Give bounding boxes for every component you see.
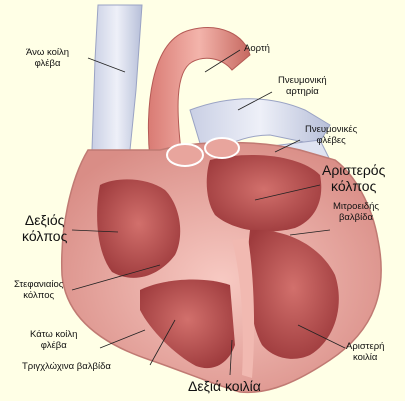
left-atrium-shape xyxy=(207,155,322,232)
label-left-atrium: Αριστερός κόλπος xyxy=(322,162,385,194)
label-inferior-vena-cava: Κάτω κοίλη φλέβα xyxy=(30,330,77,352)
label-aorta: Αορτή xyxy=(244,44,270,55)
label-superior-vena-cava: Άνω κοίλη φλέβα xyxy=(26,48,69,70)
label-right-ventricle: Δεξιά κοιλία xyxy=(188,378,261,394)
pulmonary-valve-ring xyxy=(205,138,239,158)
label-right-atrium: Δεξιός κόλπος xyxy=(22,212,67,244)
label-mitral-valve: Μιτροειδής βαλβίδα xyxy=(333,202,379,224)
superior-vena-cava-shape xyxy=(92,5,142,150)
label-left-ventricle: Αριστερή κοιλία xyxy=(346,342,384,364)
label-pulmonary-veins: Πνευμονικές φλέβες xyxy=(305,125,357,147)
right-atrium-shape xyxy=(97,179,180,277)
aortic-valve-ring xyxy=(167,144,203,166)
label-pulmonary-artery: Πνευμονική αρτηρία xyxy=(278,76,327,98)
label-tricuspid-valve: Τριγχλώχινα βαλβίδα xyxy=(22,362,111,373)
label-coronary-sinus: Στεφανιαίος κόλπος xyxy=(14,280,63,302)
